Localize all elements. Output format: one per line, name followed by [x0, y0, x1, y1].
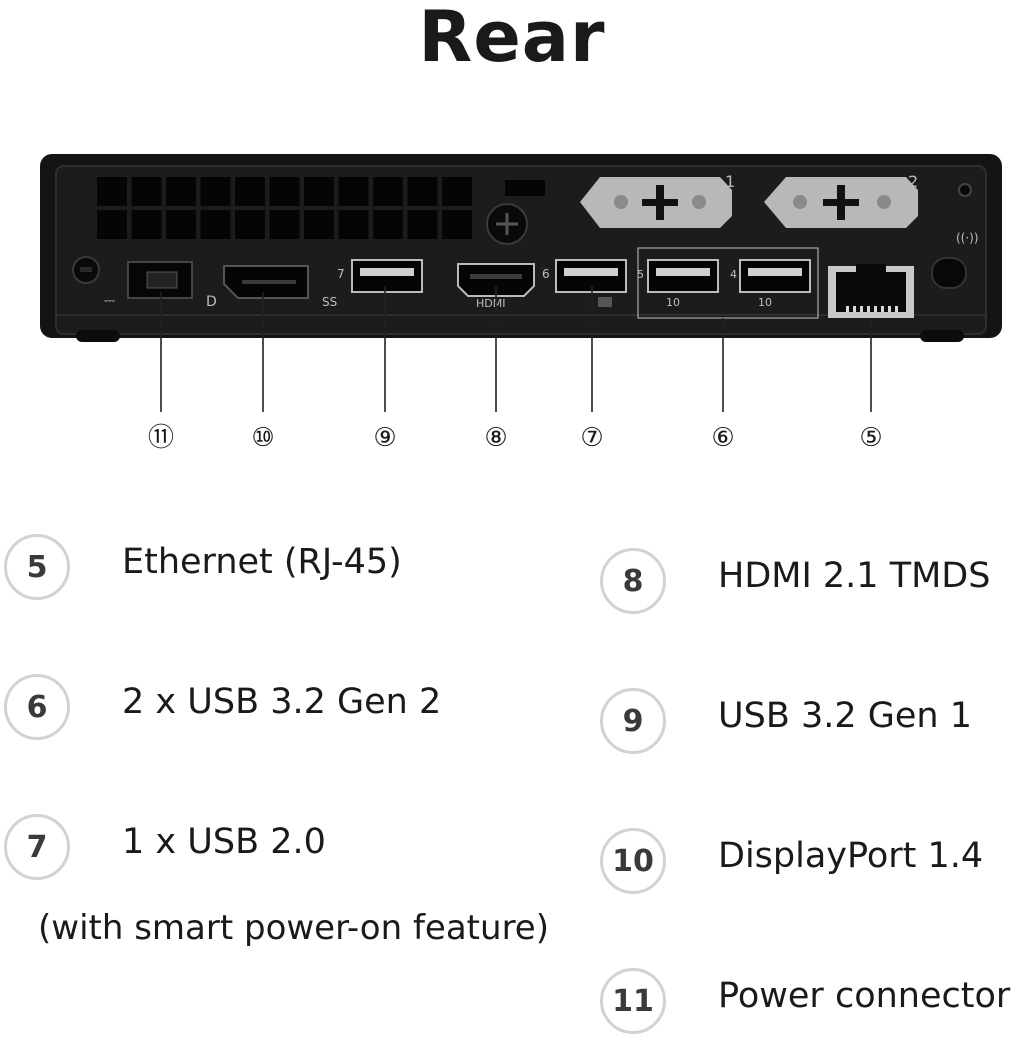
vent-slot — [407, 177, 438, 206]
hdmi-mark: HDMI — [476, 297, 505, 310]
vent-slot — [131, 210, 162, 239]
vent-slot — [97, 177, 127, 206]
legend-label: USB 3.2 Gen 1 — [718, 696, 972, 736]
legend-label: Power connector — [718, 976, 1011, 1016]
callout-6: ⑥ — [711, 423, 734, 453]
leader-lines — [160, 286, 872, 412]
vent-slot — [338, 177, 369, 206]
legend-label: Ethernet (RJ-45) — [122, 542, 402, 582]
vent-slot — [269, 210, 300, 239]
callout-5: ⑤ — [859, 423, 882, 453]
vent-slot — [373, 177, 403, 206]
legend-badge: 8 — [600, 548, 666, 614]
vent-slot — [407, 210, 438, 239]
screw-icon — [486, 180, 545, 245]
vent-slot — [304, 177, 334, 206]
vent-slot — [235, 177, 265, 206]
vent-slot — [200, 177, 231, 206]
legend-badge: 5 — [4, 534, 70, 600]
vent-slot — [166, 210, 196, 239]
legend-note: (with smart power-on feature) — [38, 908, 549, 948]
legend-label: DisplayPort 1.4 — [718, 836, 984, 876]
vent-slot — [442, 210, 472, 239]
callout-8: ⑧ — [484, 423, 507, 453]
callout-7: ⑦ — [580, 423, 603, 453]
legend-badge: 11 — [600, 968, 666, 1034]
callout-9: ⑨ — [373, 423, 396, 453]
slot-1-number: 1 — [725, 172, 735, 191]
usb-4-mark: 4 — [730, 268, 737, 281]
vent-slot — [373, 210, 403, 239]
page-title: Rear — [418, 0, 606, 78]
side-button — [931, 257, 967, 289]
vent-slot — [338, 210, 369, 239]
slot-2-number: 2 — [908, 172, 918, 191]
legend-label: HDMI 2.1 TMDS — [718, 556, 991, 596]
vent-slot — [235, 210, 265, 239]
legend-label: 2 x USB 3.2 Gen 2 — [122, 682, 442, 722]
usb-2-0-port: 6 — [542, 259, 627, 307]
expansion-slot-2: 2 — [764, 172, 918, 228]
ss-mark: SS — [322, 295, 337, 309]
svg-text:((·)): ((·)) — [956, 231, 979, 245]
vent-slot — [131, 177, 162, 206]
vent-slot — [200, 210, 231, 239]
vent-slot — [97, 210, 127, 239]
gen2-mark-a: 10 — [666, 296, 680, 309]
legend-badge: 9 — [600, 688, 666, 754]
rear-panel-diagram: 1 2 ((·)) ⎓ D 7 SS HDMI — [40, 154, 1002, 453]
legend-label: 1 x USB 2.0 — [122, 822, 326, 862]
vent-grid — [97, 177, 472, 239]
security-lock-slot — [72, 256, 100, 284]
svg-text:⎓: ⎓ — [104, 293, 115, 309]
power-connector-port: ⎓ — [104, 261, 193, 309]
usb-3-2-gen2-group: 5 4 10 10 — [637, 247, 819, 319]
vent-slot — [442, 177, 472, 206]
ethernet-port — [828, 264, 914, 318]
usb-3-2-gen1-port: 7 SS — [322, 259, 423, 309]
antenna-icon: ((·)) — [956, 183, 979, 245]
usb-5-mark: 5 — [637, 268, 644, 281]
gen2-mark-b: 10 — [758, 296, 772, 309]
svg-text:D: D — [206, 294, 217, 310]
expansion-slot-1: 1 — [580, 172, 735, 228]
vent-slot — [166, 177, 196, 206]
displayport-port: D — [206, 265, 309, 310]
legend-badge: 6 — [4, 674, 70, 740]
legend-badge: 7 — [4, 814, 70, 880]
legend-badge: 10 — [600, 828, 666, 894]
callout-11: ⑪ — [148, 423, 174, 453]
usb-6-mark: 6 — [542, 267, 550, 281]
vent-slot — [269, 177, 300, 206]
usb-7-mark: 7 — [337, 267, 345, 281]
vent-slot — [304, 210, 334, 239]
callout-numbers: ⑪ ⑩ ⑨ ⑧ ⑦ ⑥ ⑤ — [148, 423, 883, 453]
callout-10: ⑩ — [251, 423, 274, 453]
hdmi-port: HDMI — [457, 263, 535, 310]
